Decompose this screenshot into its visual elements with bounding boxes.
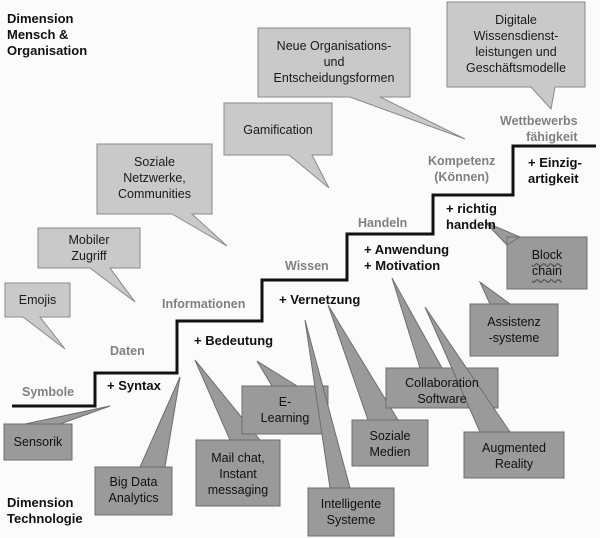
dimension-bottom-label: Dimension Technologie (7, 495, 83, 526)
callout-intelligente (304, 319, 395, 537)
callout-emojis (4, 282, 71, 350)
gain-richtig-handeln: + richtig handeln (446, 201, 497, 232)
step-kompetenz: Kompetenz (Können) (428, 154, 496, 184)
callout-neue-org-text: Neue Organisations- und Entscheidungsfor… (273, 39, 395, 85)
callout-assistenz-text: Assistenz -systeme (487, 315, 541, 345)
callout-mobiler-text: Mobiler Zugriff (68, 233, 110, 263)
callout-sensorik (3, 405, 111, 461)
callout-mail-chat-text: Mail chat, Instant messaging (207, 451, 269, 497)
callout-soziale-netzwerke-text: Soziale Netzwerke, Communities (118, 155, 191, 201)
step-handeln: Handeln (358, 216, 408, 230)
gain-einzigartigkeit: + Einzig- artigkeit (528, 155, 582, 186)
callout-gamification-text: Gamification (243, 123, 313, 137)
callout-augmented-text: Augmented Reality (482, 441, 546, 471)
callout-digitale-leistungen (446, 1, 586, 111)
callout-intelligente-text: Intelligente Systeme (320, 497, 382, 527)
callout-digitale-text: Digitale Wissensdienst- leistungen und G… (465, 13, 567, 75)
callout-soziale-medien (327, 304, 429, 467)
callout-big-data-text: Big Data Analytics (108, 475, 159, 505)
callout-blockchain (484, 221, 588, 290)
callout-blockchain-text: Block chain (531, 248, 563, 278)
gain-vernetzung: + Vernetzung (279, 292, 361, 307)
callout-soziale-netzwerke (96, 143, 228, 247)
callout-assistenz (469, 280, 559, 357)
gain-syntax: + Syntax (107, 378, 161, 393)
callout-mail-chat (194, 359, 281, 507)
gain-bedeutung: + Bedeutung (194, 333, 274, 348)
step-wettbewerb: Wettbewerbs fähigkeit (500, 114, 578, 144)
callout-gamification (223, 102, 333, 189)
gain-anwendung: + Anwendung + Motivation (364, 242, 450, 273)
callout-neue-organisation (257, 27, 466, 140)
step-daten: Daten (110, 344, 145, 358)
callout-soziale-medien-text: Soziale Medien (369, 429, 411, 459)
callout-big-data (94, 376, 181, 516)
step-informationen: Informationen (162, 297, 246, 311)
callout-mobiler-zugriff (37, 227, 141, 303)
callout-emojis-text: Emojis (18, 293, 57, 307)
staircase-line (12, 144, 596, 408)
dimension-top-label: Dimension Mensch & Organisation (7, 11, 88, 58)
callout-collaboration-text: Collaboration Software (405, 376, 479, 406)
callout-augmented (424, 306, 565, 479)
callout-sensorik-text: Sensorik (13, 435, 63, 449)
step-wissen: Wissen (285, 259, 329, 273)
step-symbole: Symbole (22, 385, 75, 399)
callout-e-learning-text: E- Learning (260, 395, 310, 425)
